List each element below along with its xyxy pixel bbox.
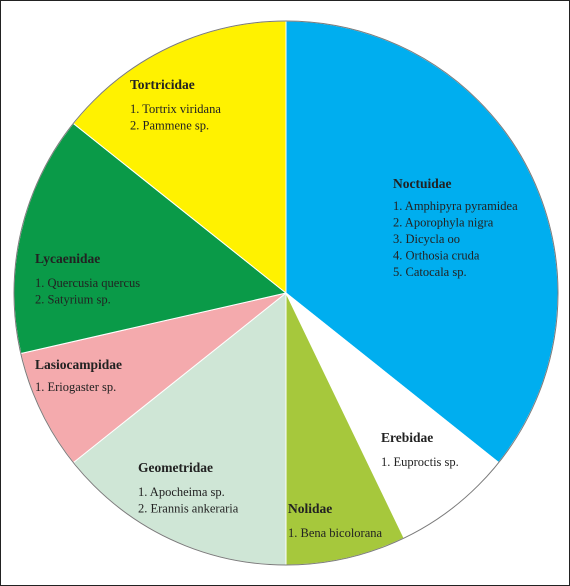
family-label-lycaenidae: Lycaenidae: [35, 251, 100, 266]
species-label: 1. Tortrix viridana: [130, 102, 221, 116]
family-label-noctuidae: Noctuidae: [393, 176, 452, 191]
family-label-erebidae: Erebidae: [381, 430, 433, 445]
slices-group: [13, 20, 559, 566]
species-label: 4. Orthosia cruda: [393, 249, 480, 263]
species-label: 2. Erannis ankeraria: [138, 502, 239, 516]
family-label-nolidae: Nolidae: [288, 501, 332, 516]
pie-outline: [13, 20, 559, 566]
species-label: 2. Pammene sp.: [130, 119, 209, 133]
species-label: 2. Aporophyla nigra: [393, 216, 494, 230]
species-label: 5. Catocala sp.: [393, 265, 467, 279]
species-label: 1. Amphipyra pyramidea: [393, 199, 518, 213]
species-label: 1. Eriogaster sp.: [35, 380, 116, 394]
species-label: 1. Bena bicolorana: [288, 526, 383, 540]
species-label: 1. Euproctis sp.: [381, 455, 459, 469]
family-label-tortricidae: Tortricidae: [130, 77, 195, 92]
species-label: 2. Satyrium sp.: [35, 293, 111, 307]
species-label: 3. Dicycla oo: [393, 232, 460, 246]
species-label: 1. Quercusia quercus: [35, 276, 140, 290]
labels-group: Noctuidae 1. Amphipyra pyramidea 2. Aporop…: [35, 77, 518, 540]
family-label-geometridae: Geometridae: [138, 460, 213, 475]
species-label: 1. Apocheima sp.: [138, 485, 225, 499]
family-label-lasiocampidae: Lasiocampidae: [35, 357, 122, 372]
